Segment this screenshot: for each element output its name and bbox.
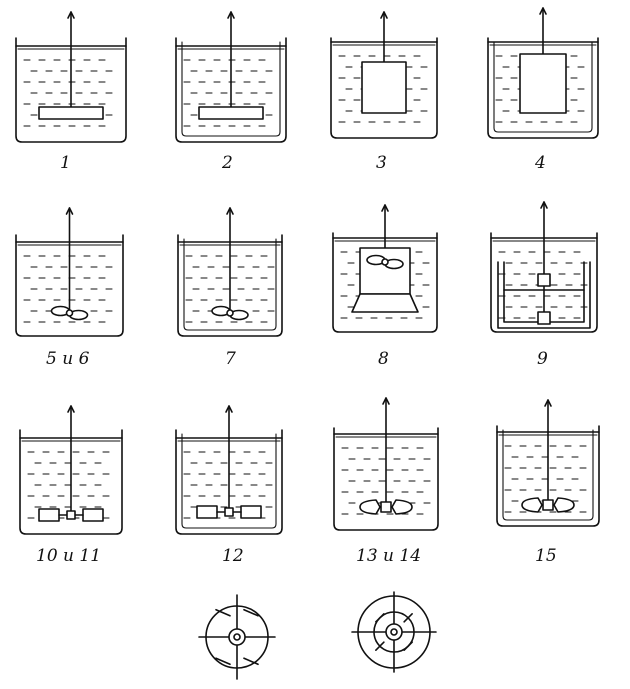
propeller-hub (381, 258, 389, 266)
caption-5-6: 5 и 6 (46, 349, 90, 369)
hub-center (233, 633, 241, 641)
vessel-wall (175, 37, 287, 143)
turbine-blade (82, 508, 104, 522)
vessel-inner-wall (181, 433, 277, 529)
caption-4: 4 (535, 153, 546, 173)
vessel-wall (487, 37, 599, 139)
shaft-arrow (544, 399, 552, 407)
closed-turbine-hub (542, 499, 554, 511)
caption-3: 3 (376, 153, 387, 173)
caption-15: 15 (535, 546, 557, 566)
vessel-7 (177, 207, 283, 337)
vessel-5 (15, 207, 124, 337)
vessel-2 (175, 11, 287, 143)
blade (375, 613, 385, 623)
vessel-wall (496, 425, 600, 527)
shaft-arrow (540, 201, 548, 209)
vessel-inner-wall (502, 429, 594, 521)
baffle (243, 657, 259, 666)
closed-turbine-blade (359, 499, 381, 515)
shaft-arrow (226, 207, 234, 215)
vessel-13 (333, 397, 439, 531)
closed-turbine-hub (380, 501, 392, 513)
baffle (215, 608, 231, 617)
shaft-arrow (381, 204, 389, 212)
hub-ring (228, 628, 246, 646)
vessel-wall (332, 232, 438, 333)
hub-upper (537, 273, 551, 287)
vessel-inner-wall (181, 41, 281, 137)
vessel-8 (332, 204, 438, 333)
vessel-wall (15, 37, 127, 143)
propeller-hub (226, 309, 234, 317)
closed-turbine-blade (553, 497, 575, 513)
turbine-blade (240, 505, 262, 519)
vessel-wall (333, 427, 439, 531)
closed-turbine-blade (391, 499, 413, 515)
vessel-wall (175, 429, 283, 535)
vessel-wall (19, 429, 123, 535)
flat-paddle (38, 106, 104, 120)
baffle (243, 608, 259, 617)
shaft-arrow (225, 405, 233, 413)
caption-1: 1 (60, 153, 71, 173)
top-view-turbine (351, 591, 437, 673)
frame-paddle (361, 61, 407, 114)
draft-tube (359, 247, 411, 295)
vessel-wall (330, 37, 438, 139)
vessel-1 (15, 11, 127, 143)
shaft-arrow (65, 207, 74, 215)
shaft-arrow (67, 405, 75, 413)
vessel-10 (19, 405, 123, 535)
vessel-15 (496, 399, 600, 527)
vessel-3 (330, 11, 438, 139)
vessel-9 (490, 201, 598, 333)
shaft-arrow (382, 397, 390, 405)
turbine-hub (224, 507, 234, 517)
top-view-baffled (198, 594, 276, 680)
flat-paddle (198, 106, 264, 120)
vessel-12 (175, 405, 283, 535)
turbine-blade (38, 508, 60, 522)
shaft-arrow (67, 11, 75, 19)
blade (403, 613, 413, 623)
blade (375, 641, 385, 651)
vessel-wall (15, 234, 124, 337)
turbine-hub (66, 510, 76, 520)
turbine-blade (196, 505, 218, 519)
baffle (215, 657, 231, 666)
caption-8: 8 (378, 349, 389, 369)
hub-ring (385, 623, 403, 641)
caption-12: 12 (222, 546, 244, 566)
draft-tube-flare (351, 293, 419, 313)
vessel-inner-wall (183, 238, 277, 331)
frame-paddle (519, 53, 567, 114)
caption-2: 2 (222, 153, 233, 173)
caption-7: 7 (225, 349, 236, 369)
shaft-arrow (227, 11, 235, 19)
vessel-4 (487, 7, 599, 139)
caption-10-11: 10 и 11 (36, 546, 102, 566)
hub-lower (537, 311, 551, 325)
shaft-arrow (380, 11, 388, 19)
vessel-wall (177, 234, 283, 337)
shaft-arrow (539, 7, 547, 15)
closed-turbine-blade (521, 497, 543, 513)
vessel-wall (490, 232, 598, 333)
propeller-hub (65, 309, 74, 317)
caption-9: 9 (537, 349, 548, 369)
vessel-inner-wall (493, 41, 593, 133)
caption-13-14: 13 и 14 (356, 546, 422, 566)
blade (403, 641, 413, 651)
hub-center (390, 628, 398, 636)
